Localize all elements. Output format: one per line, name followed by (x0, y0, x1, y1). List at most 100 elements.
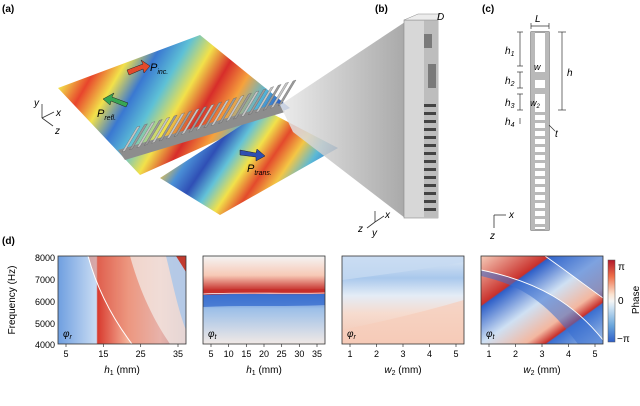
unit-cell-notch (428, 64, 436, 88)
x-axis-title: h1 (mm) (246, 365, 282, 377)
x-tick-label: 5 (63, 349, 68, 359)
panel-a-wave-scene: Pinc. Prefl. Ptrans. y x z (33, 35, 338, 215)
axis-label-z-b: z (357, 224, 363, 235)
phi-label-4: φt (486, 329, 496, 341)
cross-section-rung (535, 160, 545, 163)
cross-section-rung (535, 136, 545, 139)
label-p-inc: Pinc. (150, 62, 168, 76)
phi-label-3: φr (347, 329, 357, 341)
x-tick-label: 20 (259, 349, 269, 359)
incident-field-plane (58, 35, 290, 175)
axis-label-y-a: y (33, 98, 40, 109)
axis-label-x-c: x (508, 210, 515, 221)
label-w2: w2 (530, 98, 541, 110)
metasurface-fin (129, 123, 148, 151)
metasurface-fin (210, 99, 230, 126)
metasurface-fin (225, 95, 245, 122)
phi-label-1: φr (63, 329, 73, 341)
label-w: w (534, 62, 541, 72)
metasurface-fins (121, 79, 297, 153)
x-tick-label: 35 (312, 349, 322, 359)
unit-cell-notch (424, 34, 432, 48)
metasurface-fin (218, 97, 237, 124)
unit-cell-slot (424, 192, 436, 195)
dimension-lines-c (517, 23, 566, 132)
y-axis-title-d: Frequency (Hz) (7, 266, 18, 335)
unit-cell-slot (424, 128, 436, 131)
axes-triad-c (493, 214, 506, 228)
cross-section-rung (535, 128, 545, 131)
colorbar-mid-label: 0 (618, 296, 624, 307)
metasurface-fin (188, 106, 208, 133)
phase-map-2: φt (202, 255, 326, 345)
x-tick-label: 25 (277, 349, 287, 359)
cross-section-rung (535, 224, 545, 227)
axes-triad-b (366, 211, 385, 229)
x-tick-label: 5 (453, 349, 458, 359)
x-tick-label: 30 (294, 349, 304, 359)
label-h: h (567, 68, 573, 79)
metasurface-fin (262, 84, 282, 111)
colorbar-title: Phase (631, 285, 640, 314)
axis-label-z-c: z (489, 231, 495, 242)
cross-section-rung (535, 176, 545, 179)
metasurface-fin (151, 116, 171, 144)
cross-section-rung (535, 184, 545, 187)
cross-section-rung (535, 192, 545, 195)
panel-label-c: (c) (482, 4, 494, 15)
y-tick: 6000 (35, 297, 55, 307)
label-h4: h4 (505, 117, 515, 129)
cross-section-rungs (535, 112, 545, 227)
phase-map-3: φr (341, 255, 465, 345)
x-tick-label: 2 (374, 349, 379, 359)
phi-label-2: φt (208, 329, 218, 341)
unit-cell-slot (424, 184, 436, 187)
x-tick-label: 3 (539, 349, 544, 359)
unit-cell-slot (424, 112, 436, 115)
cross-section-rung (535, 216, 545, 219)
transmitted-field-plane (160, 110, 338, 215)
panel-label-b: (b) (375, 4, 388, 15)
metasurface-fin (121, 125, 141, 153)
metasurface-fin (173, 110, 193, 137)
x-tick-label: 2 (513, 349, 518, 359)
x-tick-label: 15 (98, 349, 108, 359)
unit-cell-slot (424, 208, 436, 211)
x-tick-label: 15 (241, 349, 251, 359)
metasurface-base (118, 103, 285, 160)
unit-cell-slot (424, 152, 436, 155)
zoom-projection (280, 22, 405, 218)
metasurface-fin (143, 119, 163, 146)
y-tick: 8000 (35, 253, 55, 263)
label-p-refl: Prefl. (97, 108, 116, 122)
unit-cell-slot (424, 160, 436, 163)
x-tick-label: 4 (566, 349, 571, 359)
metasurface-fin (240, 90, 260, 118)
reflected-arrow (102, 92, 129, 108)
phase-map-1: φr (57, 255, 187, 345)
x-axis-title: h1 (mm) (104, 365, 140, 377)
x-tick-label: 3 (400, 349, 405, 359)
y-ticks-d: 8000 7000 6000 5000 4000 (35, 253, 55, 350)
unit-cell-slot (424, 104, 436, 107)
unit-cell-slot (424, 168, 436, 171)
label-h1: h1 (505, 46, 515, 58)
cross-section-rung (535, 144, 545, 147)
incident-arrow (126, 59, 151, 76)
metasurface-fin (136, 121, 156, 148)
panel-label-d: (d) (2, 236, 15, 247)
y-tick: 4000 (35, 340, 55, 350)
unit-cell-slot (424, 200, 436, 203)
axis-label-x-a: x (55, 108, 62, 119)
label-D: D (437, 12, 444, 23)
cross-section-rung (535, 168, 545, 171)
metasurface-fin (203, 101, 223, 129)
metasurface-fin (277, 79, 297, 107)
label-t: t (555, 129, 559, 140)
metasurface-fin (195, 103, 215, 131)
x-tick-label: 35 (173, 349, 183, 359)
colorbar-top-label: π (618, 262, 625, 273)
cross-section-rung (535, 208, 545, 211)
x-tick-label: 10 (224, 349, 234, 359)
